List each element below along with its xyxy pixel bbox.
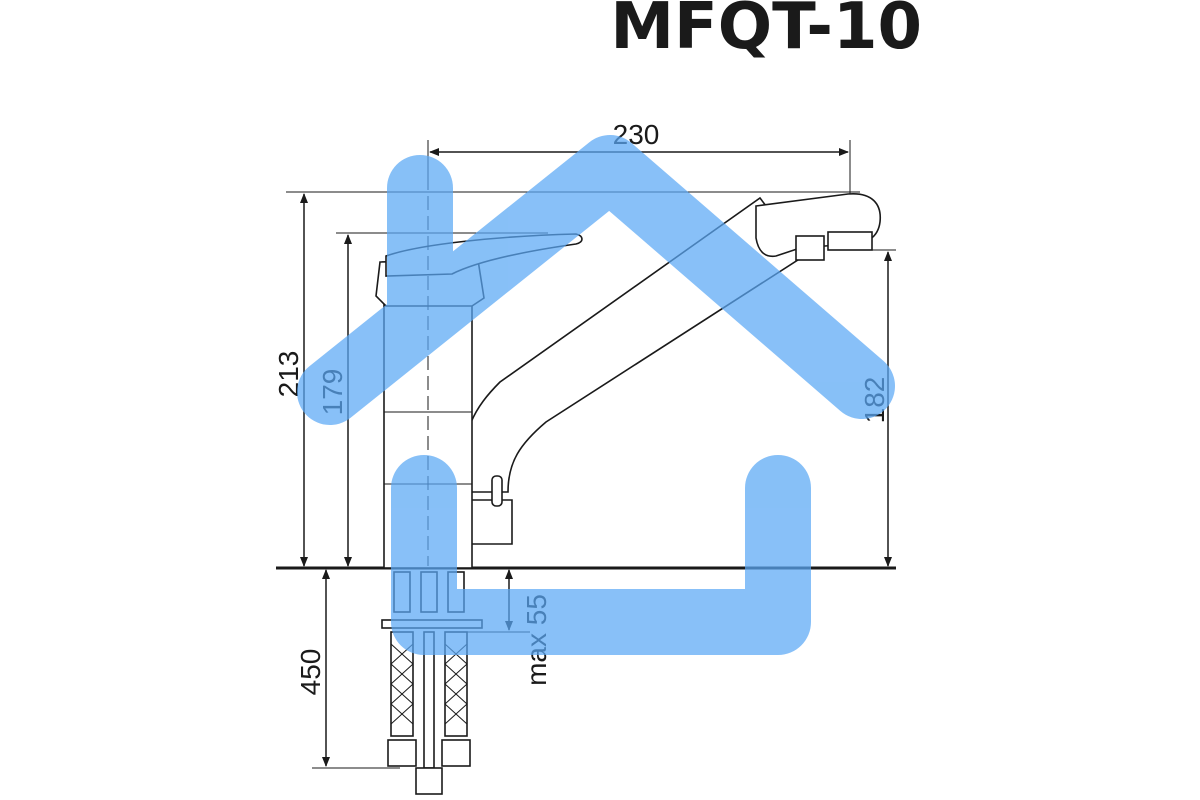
model-title: MFQT-10 <box>610 0 922 64</box>
hose-right-nut <box>441 739 471 767</box>
filter-lever <box>491 475 503 507</box>
house-watermark <box>297 135 895 655</box>
dim-label-450: 450 <box>295 649 326 696</box>
outlet-2 <box>827 231 873 251</box>
hose-left-nut <box>387 739 417 767</box>
pipe-center-nut <box>415 767 443 795</box>
outlet-1 <box>795 235 825 261</box>
watermark-base <box>391 455 811 655</box>
